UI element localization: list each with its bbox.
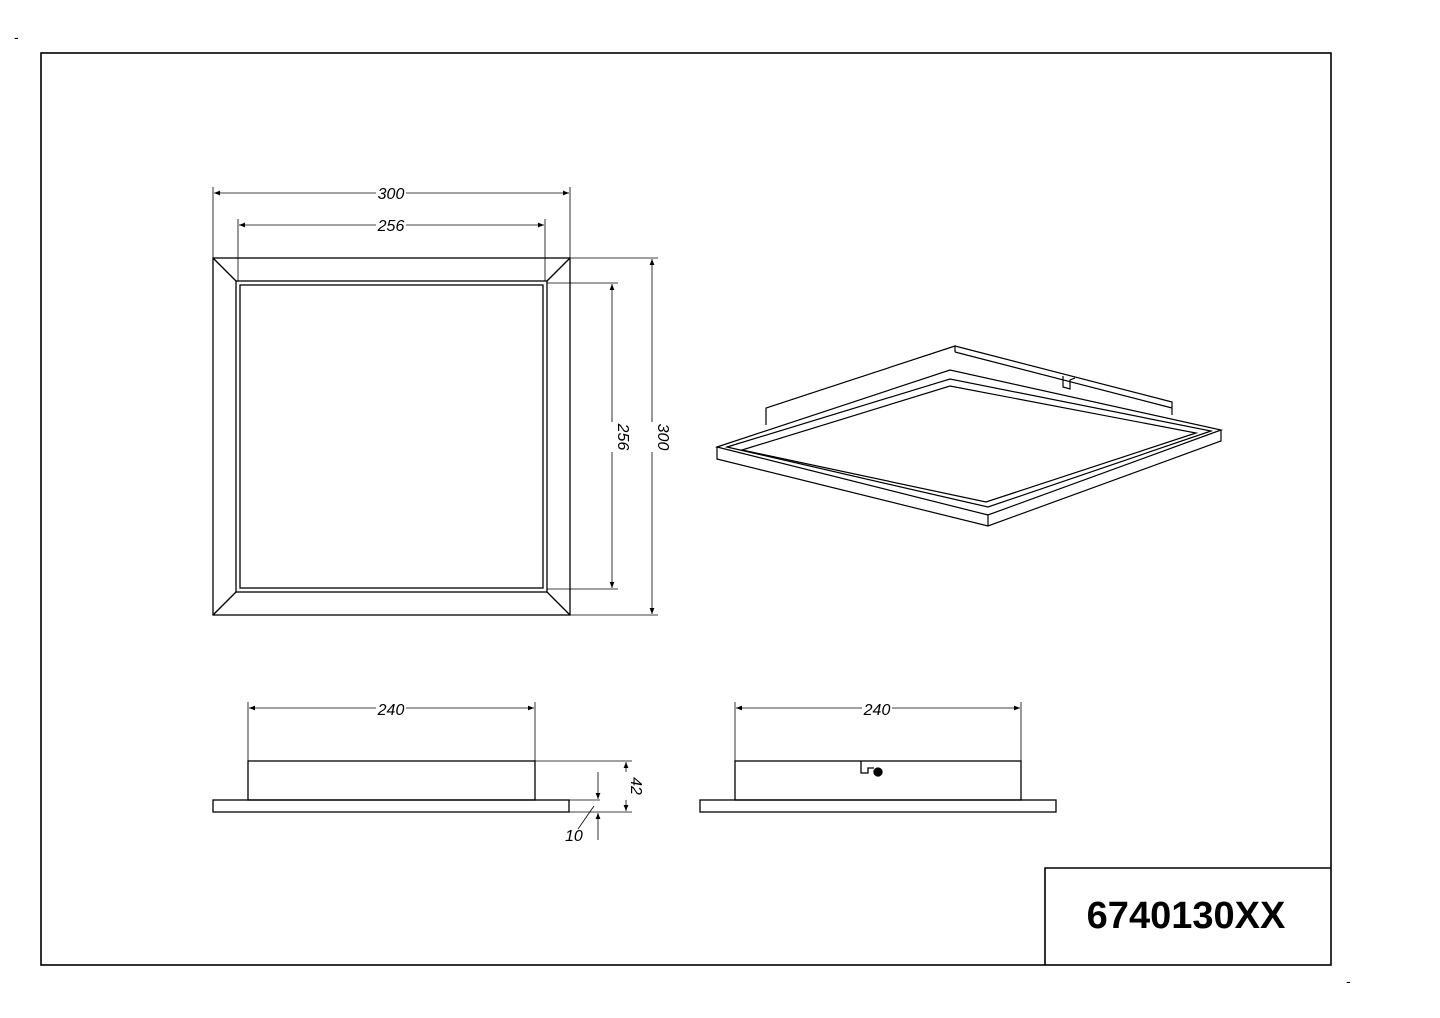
top-view-corner-line <box>546 591 571 616</box>
top-view <box>212 257 571 616</box>
iso-base-left-edge <box>765 345 956 425</box>
iso-bevel-outline <box>724 378 1214 508</box>
side-view-right <box>699 760 1057 813</box>
iso-keyhole-slot <box>1062 376 1076 390</box>
dim-inner-height: 256 <box>614 423 631 451</box>
sheet-border <box>40 52 1332 966</box>
iso-plate-thickness <box>716 430 1222 527</box>
article-number: 6740130XX <box>1087 895 1286 937</box>
label-mask <box>618 772 635 800</box>
screw-icon <box>873 767 883 777</box>
side-view-left-dimensions <box>247 702 632 840</box>
side-view-right-labels: 240 <box>862 700 892 719</box>
dim-side-width: 240 <box>377 702 405 719</box>
label-mask <box>862 700 892 717</box>
top-view-diffuser <box>239 284 544 589</box>
side-right-keyhole-slot <box>860 761 874 774</box>
label-mask <box>376 216 406 233</box>
dim-side-width-right: 240 <box>863 702 891 719</box>
top-view-dimensions <box>212 187 658 616</box>
side-right-plate <box>699 799 1057 813</box>
label-mask <box>376 184 406 201</box>
top-view-dimension-labels: 300 256 256 300 <box>376 184 671 452</box>
label-mask <box>644 422 661 452</box>
side-left-body <box>247 760 536 801</box>
corner-mark-top-left: - <box>14 29 19 45</box>
top-view-corner-line <box>212 591 237 616</box>
iso-diffuser <box>739 385 1199 503</box>
side-left-plate <box>212 799 570 813</box>
top-view-corner-line <box>212 257 237 282</box>
isometric-view <box>714 345 1224 527</box>
top-view-outer-frame <box>212 257 571 616</box>
dim-outer-width: 300 <box>378 186 405 203</box>
title-block: 6740130XX <box>1044 867 1331 965</box>
leader-line <box>577 805 595 830</box>
top-view-bevel-frame <box>235 280 548 593</box>
title-block-frame <box>1044 867 1331 965</box>
dim-total-height: 42 <box>627 777 644 795</box>
label-mask <box>604 422 621 452</box>
dim-outer-height: 300 <box>654 424 671 451</box>
dim-inner-width: 256 <box>377 218 405 235</box>
label-mask <box>376 700 406 717</box>
corner-mark-bottom-right: - <box>1346 973 1351 989</box>
side-view-left <box>212 760 570 813</box>
side-right-body <box>734 760 1022 801</box>
iso-plate-top <box>714 369 1224 516</box>
side-view-left-labels: 240 42 10 <box>376 700 644 845</box>
dim-plate-thickness: 10 <box>565 828 583 845</box>
iso-base-right-edge <box>954 345 1173 415</box>
top-view-corner-line <box>546 257 571 282</box>
